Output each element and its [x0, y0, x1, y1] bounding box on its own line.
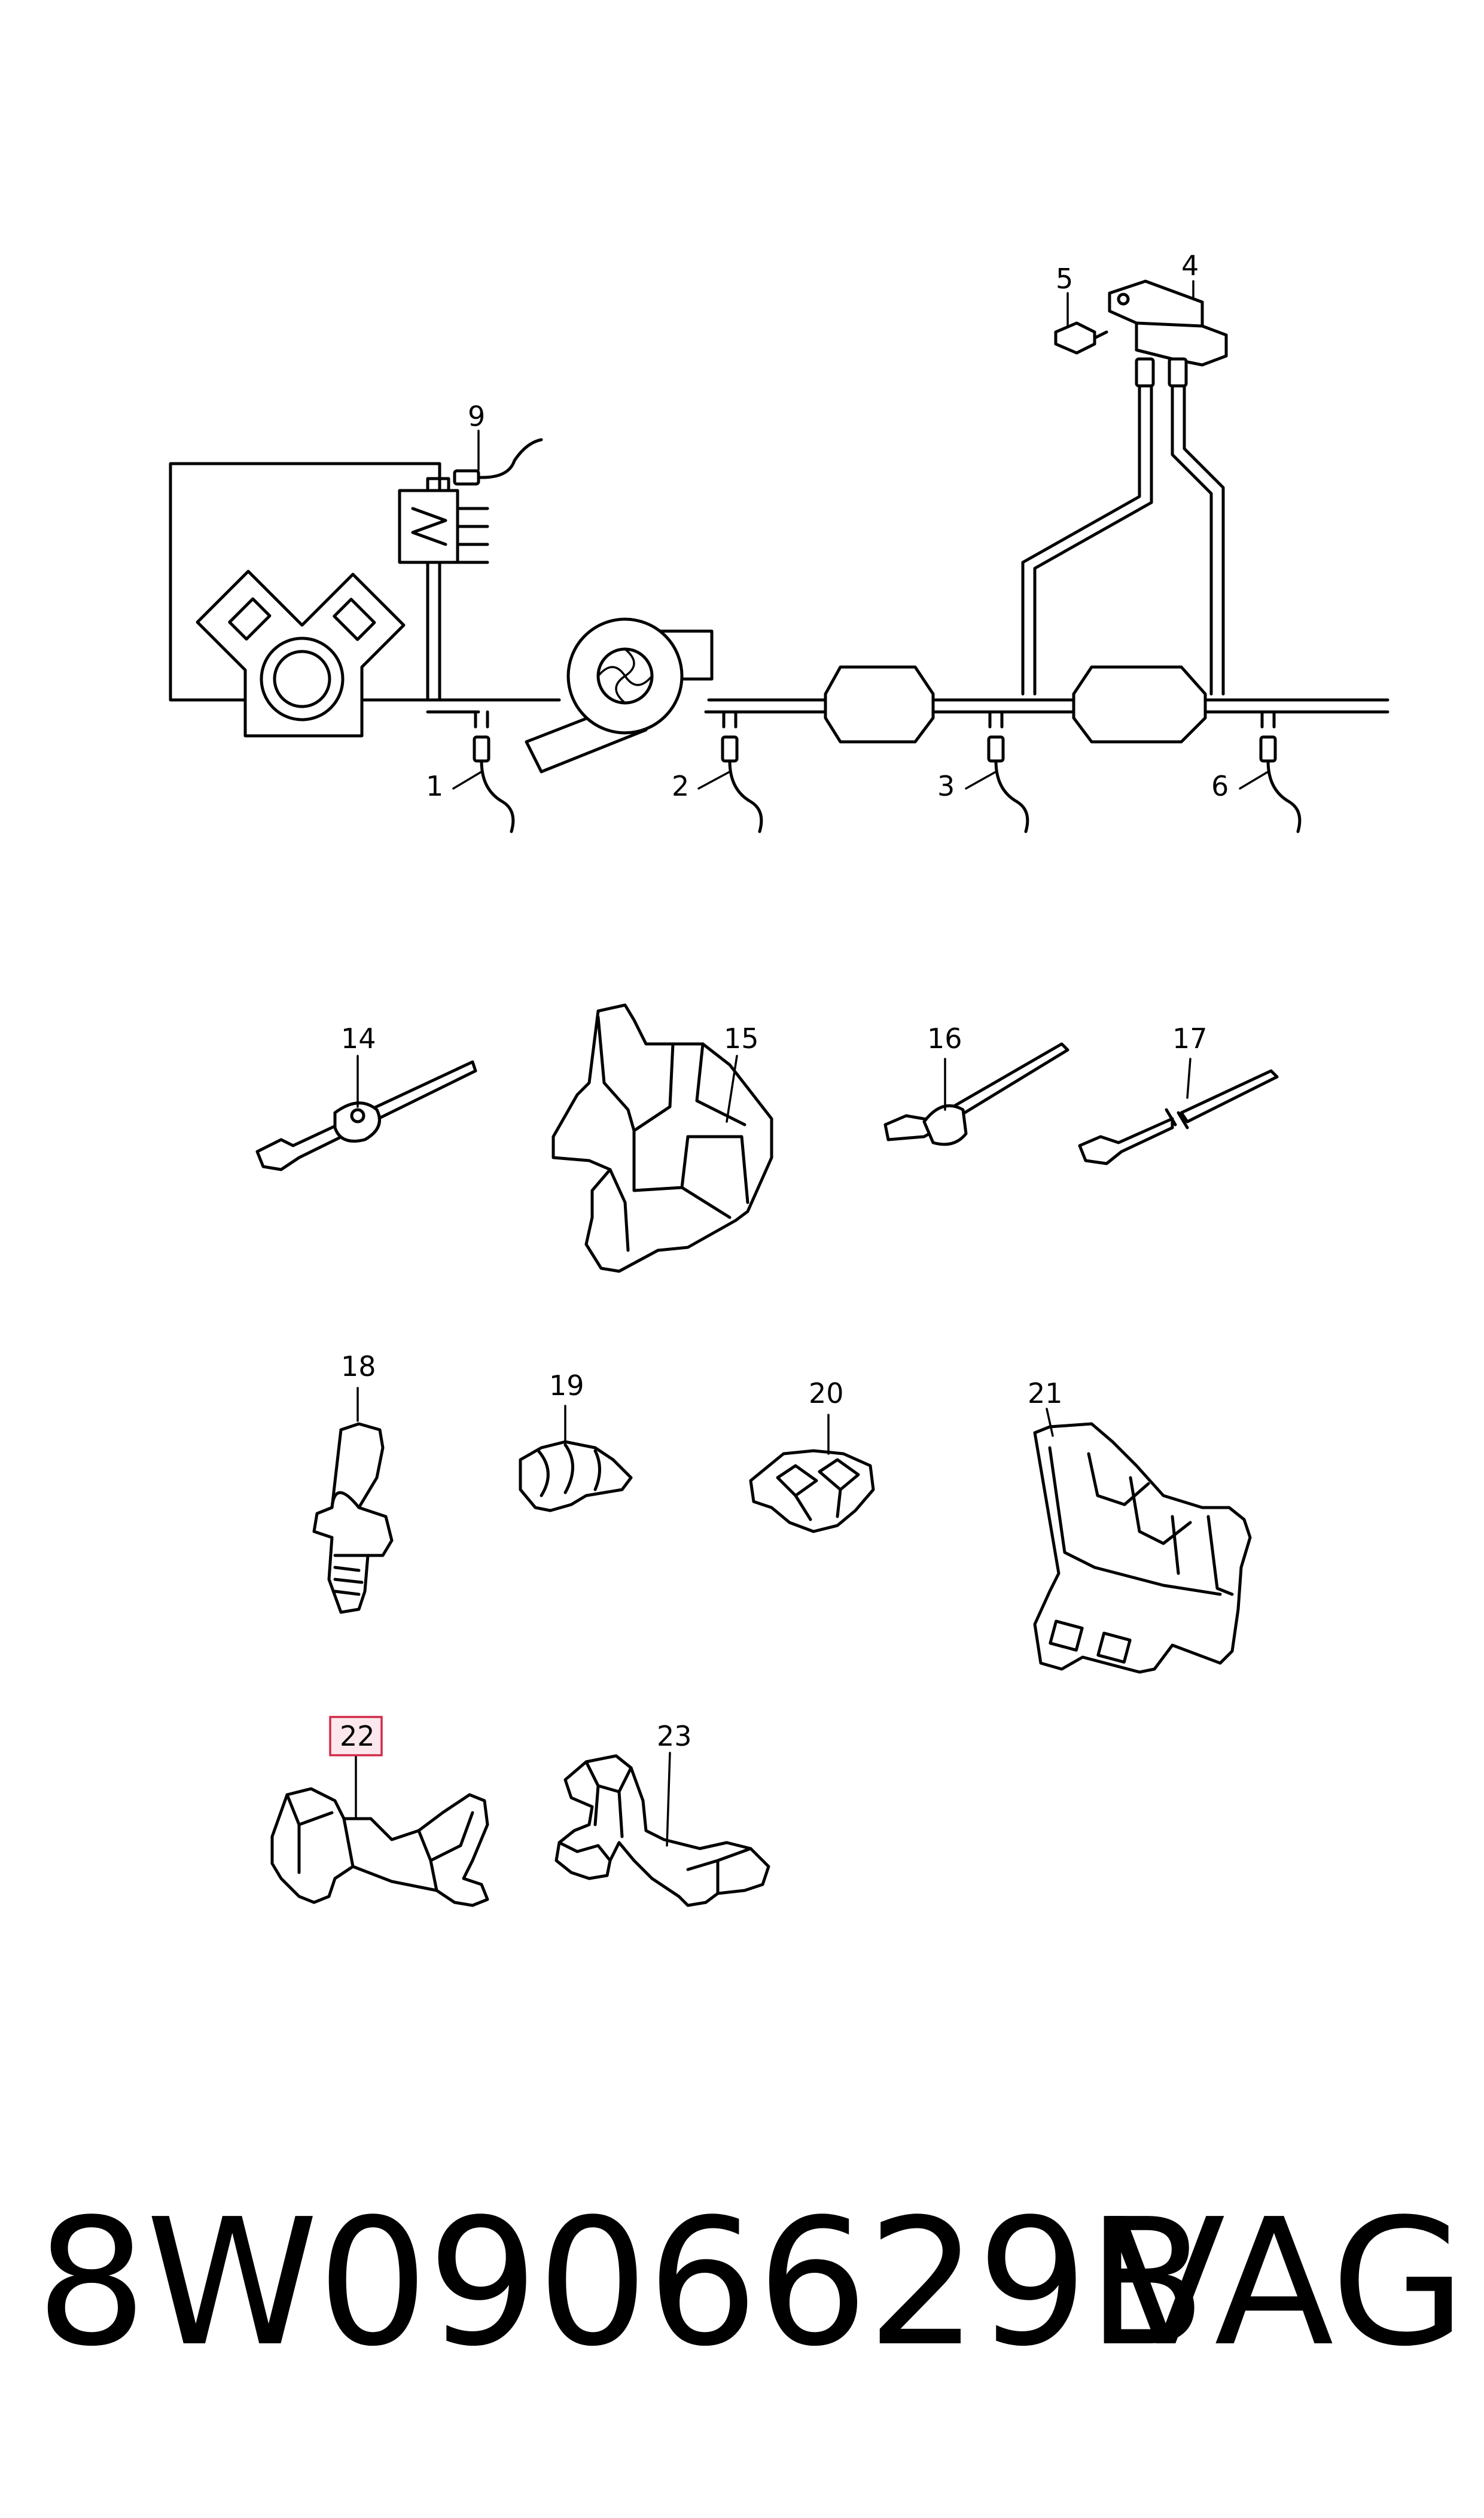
- callout-21[interactable]: 21: [1028, 1377, 1063, 1409]
- temperature-sensor-6: [1259, 735, 1302, 833]
- callout-1[interactable]: 1: [426, 770, 443, 802]
- part-22-bracket: 22: [270, 1716, 489, 1907]
- catalytic-converter-2-icon: [1072, 665, 1207, 744]
- callout-20[interactable]: 20: [809, 1377, 844, 1409]
- footer: 8W0906629B VAG: [0, 2178, 1484, 2429]
- part-18-clip: 18: [312, 1350, 394, 1614]
- callout-23[interactable]: 23: [657, 1720, 692, 1752]
- callout-5[interactable]: 5: [1056, 263, 1073, 295]
- callout-18[interactable]: 18: [341, 1350, 376, 1383]
- bolt-5: [1054, 321, 1108, 355]
- part-21-bracket: 21: [1028, 1377, 1252, 1674]
- part-20-clip: 20: [749, 1377, 875, 1533]
- callout-16[interactable]: 16: [927, 1022, 962, 1055]
- pressure-line-downstream: [1171, 381, 1213, 696]
- part-17-cable-tie: 17: [1078, 1022, 1279, 1165]
- callout-4[interactable]: 4: [1181, 249, 1199, 282]
- temperature-sensor-9: [453, 438, 543, 486]
- part-16-cable-tie: 16: [883, 1022, 1069, 1146]
- part-15-bracket: 15: [551, 1003, 773, 1273]
- part-19-clip: 19: [519, 1369, 633, 1512]
- callout-15[interactable]: 15: [724, 1022, 759, 1055]
- callout-19[interactable]: 19: [549, 1369, 584, 1402]
- part-23-bracket: 23: [554, 1720, 770, 1907]
- engine-outline: [169, 462, 441, 702]
- callout-22-highlight: [329, 1716, 383, 1756]
- callout-14[interactable]: 14: [341, 1022, 376, 1055]
- exhaust-schematic: 1 2 3 4 5 6 9: [169, 249, 1389, 833]
- part-14-cable-tie: 14: [255, 1022, 477, 1171]
- engine-block-icon: [196, 570, 406, 738]
- callout-9[interactable]: 9: [468, 400, 485, 433]
- callout-22[interactable]: 22: [340, 1720, 375, 1752]
- pressure-line-upstream: [1021, 381, 1141, 696]
- heat-exchanger-icon: [398, 477, 489, 564]
- callout-17[interactable]: 17: [1172, 1022, 1208, 1055]
- temperature-sensor-3: [987, 735, 1029, 833]
- temperature-sensor-1: [473, 735, 515, 833]
- pressure-sensor-4: [1108, 279, 1228, 388]
- turbocharger-icon: [525, 617, 714, 774]
- callout-6[interactable]: 6: [1211, 770, 1229, 802]
- temperature-sensor-2: [721, 735, 763, 833]
- callout-2[interactable]: 2: [672, 770, 689, 802]
- part-number-label: 8W0906629B: [36, 2181, 1206, 2385]
- callout-3[interactable]: 3: [937, 770, 955, 802]
- brand-label: VAG: [1106, 2181, 1466, 2385]
- catalytic-converter-1-icon: [824, 665, 935, 744]
